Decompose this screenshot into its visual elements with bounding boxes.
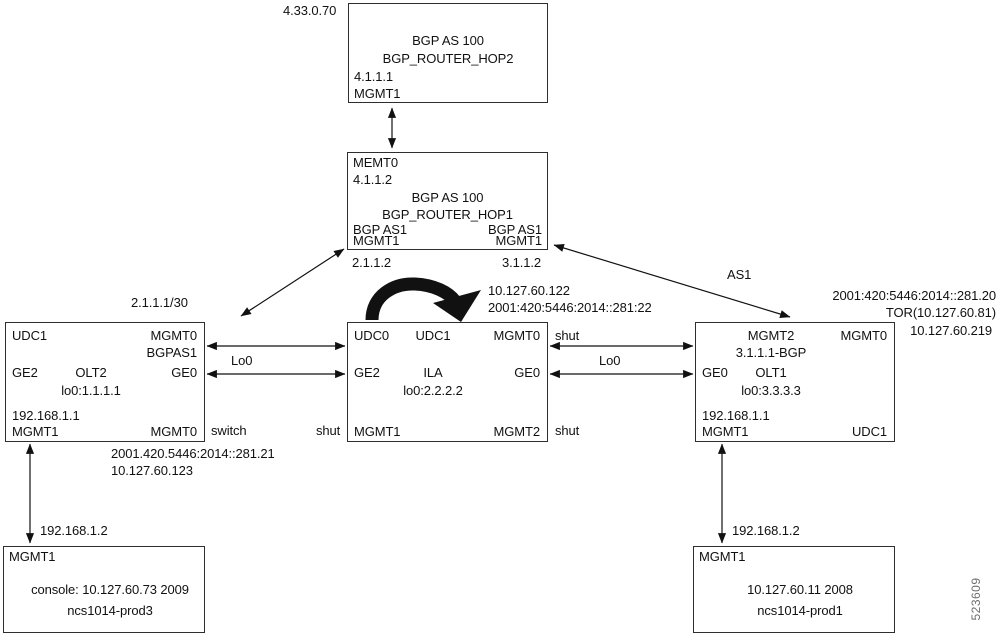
hop1-bgp-as1-right: BGP AS1 <box>488 222 542 237</box>
hop1-bgp-as1-left: BGP AS1 <box>353 222 407 237</box>
olt2-port-mgmt1: MGMT1 <box>12 424 59 439</box>
label-olt2-mgmt0-ip: 10.127.60.123 <box>111 463 193 478</box>
olt1-port-mgmt2: MGMT2 <box>747 328 795 343</box>
hop2-name: BGP_ROUTER_HOP2 <box>382 51 514 66</box>
olt1-loopback: lo0:3.3.3.3 <box>741 383 801 398</box>
label-shut-ila-mgmt0: shut <box>555 328 580 343</box>
label-olt1-mgmt0-ip: 10.127.60.219 <box>910 323 992 338</box>
label-switch: switch <box>211 423 247 438</box>
ila-port-mgmt0: MGMT0 <box>493 328 541 343</box>
ila-name: ILA <box>423 365 443 380</box>
node-ncs1014-prod1: MGMT1 10.127.60.11 2008 ncs1014-prod1 <box>693 546 895 633</box>
ila-port-udc1: UDC1 <box>415 328 451 343</box>
ila-port-ge0: GE0 <box>514 365 540 380</box>
ila-port-mgmt2: MGMT2 <box>493 424 541 439</box>
label-shut-ila-mgmt2: shut <box>555 423 580 438</box>
node-ncs1014-prod3: MGMT1 console: 10.127.60.73 2009 ncs1014… <box>3 546 205 633</box>
hop1-ip-bottom-right: 3.1.1.2 <box>502 255 542 270</box>
hop1-name: BGP_ROUTER_HOP1 <box>382 207 513 222</box>
prod1-name: ncs1014-prod1 <box>757 603 843 618</box>
label-mgmt-ip-left: 192.168.1.2 <box>40 523 108 538</box>
label-as1: AS1 <box>727 267 752 282</box>
ila-port-mgmt1: MGMT1 <box>354 424 401 439</box>
figure-id: 523609 <box>969 577 983 621</box>
node-ila: UDC0 UDC1 MGMT0 GE2 ILA GE0 lo0:2.2.2.2 … <box>347 322 548 442</box>
hop1-ip-top: 4.1.1.2 <box>353 172 393 187</box>
olt2-port-ge2: GE2 <box>12 365 38 380</box>
hop2-port-mgmt1: MGMT1 <box>354 86 401 101</box>
hop2-as-label: BGP AS 100 <box>412 33 484 48</box>
olt1-ip-bottom: 192.168.1.1 <box>702 408 770 423</box>
prod3-console: console: 10.127.60.73 2009 <box>31 582 189 597</box>
olt2-port-mgmt0-top: MGMT0 <box>150 328 198 343</box>
olt1-name: OLT1 <box>755 365 787 380</box>
olt1-port-udc1: UDC1 <box>852 424 887 439</box>
olt2-ip-bottom: 192.168.1.1 <box>12 408 80 423</box>
label-mgmt-ip-right: 192.168.1.2 <box>732 523 800 538</box>
prod3-name: ncs1014-prod3 <box>67 603 153 618</box>
node-bgp-router-hop1: MEMT0 4.1.1.2 BGP AS 100 BGP_ROUTER_HOP1… <box>347 152 548 250</box>
ila-port-udc0: UDC0 <box>354 328 389 343</box>
label-olt1-ipv6: 2001:420:5446:2014::281.20 <box>832 288 996 303</box>
label-olt2-ipv6: 2001.420.5446:2014::281.21 <box>111 446 275 461</box>
olt1-port-ge0: GE0 <box>702 365 728 380</box>
hop1-ip-bottom-left: 2.1.1.2 <box>352 255 392 270</box>
hop1-port-mgmt1-right: MGMT1 <box>495 233 543 248</box>
label-olt1-tor: TOR(10.127.60.81) <box>885 305 996 320</box>
ila-port-ge2: GE2 <box>354 365 380 380</box>
label-ila-mgmt0-ip: 10.127.60.122 <box>488 283 570 298</box>
node-bgp-router-hop2: BGP AS 100 BGP_ROUTER_HOP2 4.1.1.1 MGMT1 <box>348 3 548 103</box>
node-olt2: UDC1 MGMT0 BGPAS1 GE2 OLT2 GE0 lo0:1.1.1… <box>5 322 205 442</box>
olt2-port-udc1: UDC1 <box>12 328 47 343</box>
ila-loopback: lo0:2.2.2.2 <box>403 383 463 398</box>
prod1-port-mgmt1: MGMT1 <box>699 549 746 564</box>
hop2-ext-ip-label: 4.33.0.70 <box>283 3 337 18</box>
hop1-port-mgmt1-left: MGMT1 <box>353 233 400 248</box>
olt1-port-mgmt0: MGMT0 <box>840 328 888 343</box>
prod1-console: 10.127.60.11 2008 <box>747 582 853 597</box>
label-ila-mgmt0-ipv6: 2001:420:5446:2014::281:22 <box>488 300 652 315</box>
olt2-port-ge0: GE0 <box>171 365 197 380</box>
label-lo0-left: Lo0 <box>231 353 253 368</box>
olt2-loopback: lo0:1.1.1.1 <box>61 383 121 398</box>
link-olt2-hop1 <box>240 248 345 317</box>
node-olt1: MGMT2 MGMT0 3.1.1.1-BGP GE0 OLT1 lo0:3.3… <box>695 322 895 442</box>
olt2-port-mgmt0-bottom: MGMT0 <box>150 424 198 439</box>
olt1-port-mgmt1: MGMT1 <box>702 424 749 439</box>
label-shut-ila-mgmt1: shut <box>316 423 341 438</box>
prod3-port-mgmt1: MGMT1 <box>9 549 56 564</box>
label-subnet-2-1-1-1-30: 2.1.1.1/30 <box>131 295 188 310</box>
hop1-port-memt0: MEMT0 <box>353 155 399 170</box>
hop1-as-label: BGP AS 100 <box>411 190 484 205</box>
hop2-ip: 4.1.1.1 <box>354 69 394 84</box>
olt2-name: OLT2 <box>75 365 107 380</box>
udc0-to-udc1-curved-arrow <box>365 277 481 322</box>
olt1-bgp-ip: 3.1.1.1-BGP <box>735 345 807 360</box>
olt2-port-bgpas1: BGPAS1 <box>146 345 198 360</box>
label-lo0-right: Lo0 <box>599 353 621 368</box>
